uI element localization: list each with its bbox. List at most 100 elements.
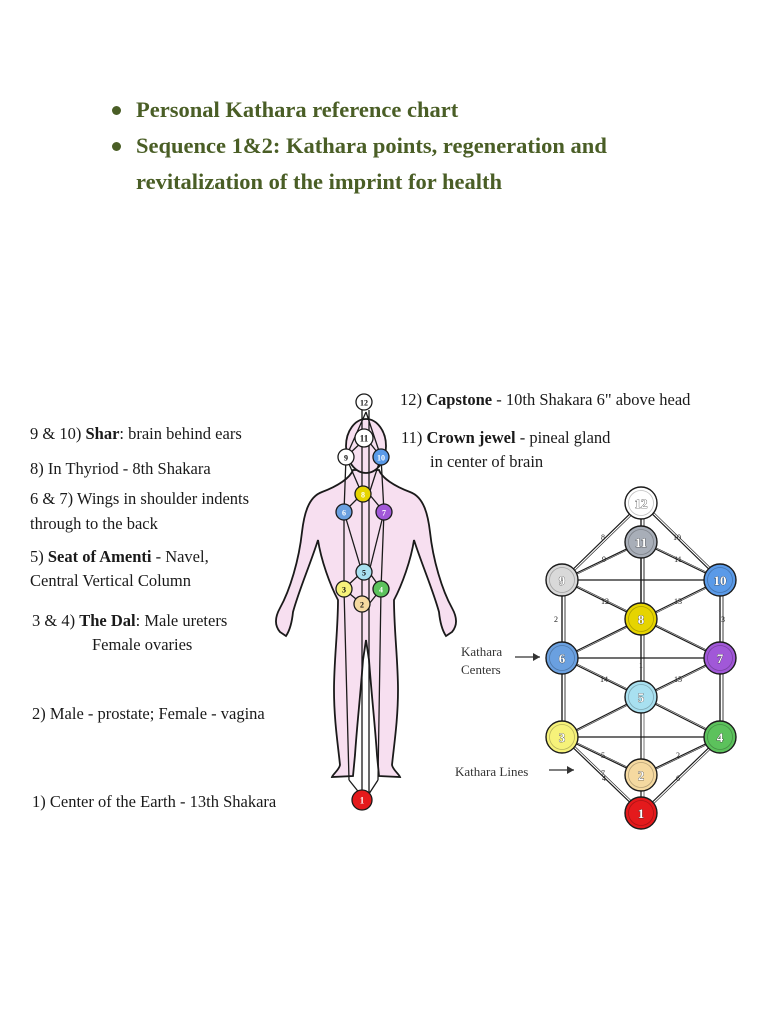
callout-kathara-centers: Kathara (461, 644, 502, 659)
body-point-number: 11 (360, 434, 369, 444)
kathara-center-number: 6 (559, 651, 566, 666)
kathara-center-ring (628, 762, 654, 788)
callout-kathara-centers-line2: Centers (461, 662, 501, 677)
kathara-center-number: 8 (638, 612, 645, 627)
kathara-center-2: 2 (624, 758, 658, 792)
kathara-center-circle (624, 758, 658, 792)
arrow-head-icon (533, 653, 540, 661)
label-crown-jewel: 11) Crown jewel - pineal gland (401, 428, 611, 447)
kathara-line (640, 736, 721, 814)
body-point-10: 10 (372, 448, 390, 466)
kathara-center-number: 9 (559, 573, 566, 588)
label-shar: 9 & 10) Shar: brain behind ears (30, 424, 242, 443)
kathara-line-number: 7 (601, 769, 605, 778)
body-point-number: 7 (382, 509, 386, 518)
kathara-center-number: 5 (638, 690, 645, 705)
label-crown-jewel-line2: in center of brain (430, 452, 543, 471)
kathara-line-number: 14 (600, 675, 608, 684)
body-point-number: 8 (361, 491, 365, 500)
kathara-center-4: 4 (703, 720, 737, 754)
kathara-center-circle (703, 563, 737, 597)
body-point-number: 6 (342, 509, 346, 518)
kathara-center-5: 5 (624, 680, 658, 714)
label-center-of-earth: 1) Center of the Earth - 13th Shakara (32, 792, 277, 811)
body-outline (274, 469, 458, 778)
body-point-number: 4 (379, 586, 383, 595)
bullet-text: Personal Kathara reference chart (136, 97, 459, 122)
label-prostate: 2) Male - prostate; Female - vagina (32, 704, 265, 723)
kathara-center-ring (549, 724, 575, 750)
kathara-center-10: 10 (703, 563, 737, 597)
body-point-1: 1 (351, 789, 373, 811)
bullet-dot-icon (112, 142, 121, 151)
kathara-line (640, 502, 721, 581)
kathara-center-circle (624, 602, 658, 636)
body-point-11: 11 (354, 428, 374, 448)
kathara-line-number: 15 (674, 675, 682, 684)
body-point-number: 10 (377, 454, 385, 463)
kathara-center-circle (545, 563, 579, 597)
body-point-number: 12 (360, 399, 368, 408)
kathara-center-circle (545, 720, 579, 754)
body-point-12: 12 (355, 393, 373, 411)
kathara-line-number: 6 (676, 774, 680, 783)
body-point-circle (351, 789, 373, 811)
kathara-center-number: 3 (559, 730, 566, 745)
kathara-center-number: 4 (717, 730, 724, 745)
kathara-center-ring (549, 567, 575, 593)
body-point-circle (353, 595, 371, 613)
label-seat-of-amenti-line2: Central Vertical Column (30, 571, 191, 590)
kathara-line (561, 502, 642, 581)
kathara-center-8: 8 (624, 602, 658, 636)
kathara-center-ring (549, 645, 575, 671)
body-point-circle (335, 503, 353, 521)
kathara-center-ring (707, 567, 733, 593)
body-point-circle (372, 448, 390, 466)
body-point-7: 7 (375, 503, 393, 521)
kathara-center-ring (628, 606, 654, 632)
body-point-circle (337, 448, 355, 466)
body-point-circle (355, 563, 373, 581)
kathara-line-number: 3 (721, 615, 725, 624)
kathara-center-number: 2 (638, 768, 645, 783)
body-point-3: 3 (335, 580, 353, 598)
kathara-center-number: 12 (635, 496, 648, 511)
kathara-line-number: 13 (674, 597, 682, 606)
kathara-center-circle (624, 796, 658, 830)
arrow-head-icon (567, 766, 574, 774)
bullet-dot-icon (112, 106, 121, 115)
kathara-line-number: 5 (601, 751, 605, 760)
body-point-circle (355, 393, 373, 411)
kathara-center-circle (624, 486, 658, 520)
bullet-item: Sequence 1&2: Kathara points, regenerati… (112, 128, 732, 164)
body-point-2: 2 (353, 595, 371, 613)
bullet-item: Personal Kathara reference chart (112, 92, 732, 128)
body-point-9: 9 (337, 448, 355, 466)
bullet-text: revitalization of the imprint for health (136, 169, 502, 194)
kathara-center-ring (628, 684, 654, 710)
body-point-number: 9 (344, 454, 348, 463)
body-point-8: 8 (354, 485, 372, 503)
bullet-text: Sequence 1&2: Kathara points, regenerati… (136, 133, 607, 158)
kathara-center-6: 6 (545, 641, 579, 675)
bullet-list: Personal Kathara reference chart Sequenc… (112, 92, 732, 200)
kathara-line-number: 8 (601, 533, 605, 542)
kathara-center-ring (707, 645, 733, 671)
kathara-line-number: 2 (676, 751, 680, 760)
kathara-center-number: 10 (714, 573, 727, 588)
kathara-center-3: 3 (545, 720, 579, 754)
body-point-number: 3 (342, 586, 346, 595)
kathara-center-1: 1 (624, 796, 658, 830)
label-wings: 6 & 7) Wings in shoulder indents (30, 489, 249, 508)
body-point-circle (372, 580, 390, 598)
body-point-number: 2 (360, 601, 364, 610)
kathara-center-12: 12 (624, 486, 658, 520)
label-wings-line2: through to the back (30, 514, 159, 533)
kathara-line-number: 10 (673, 533, 681, 542)
body-point-circle (354, 485, 372, 503)
body-point-circle (354, 428, 374, 448)
